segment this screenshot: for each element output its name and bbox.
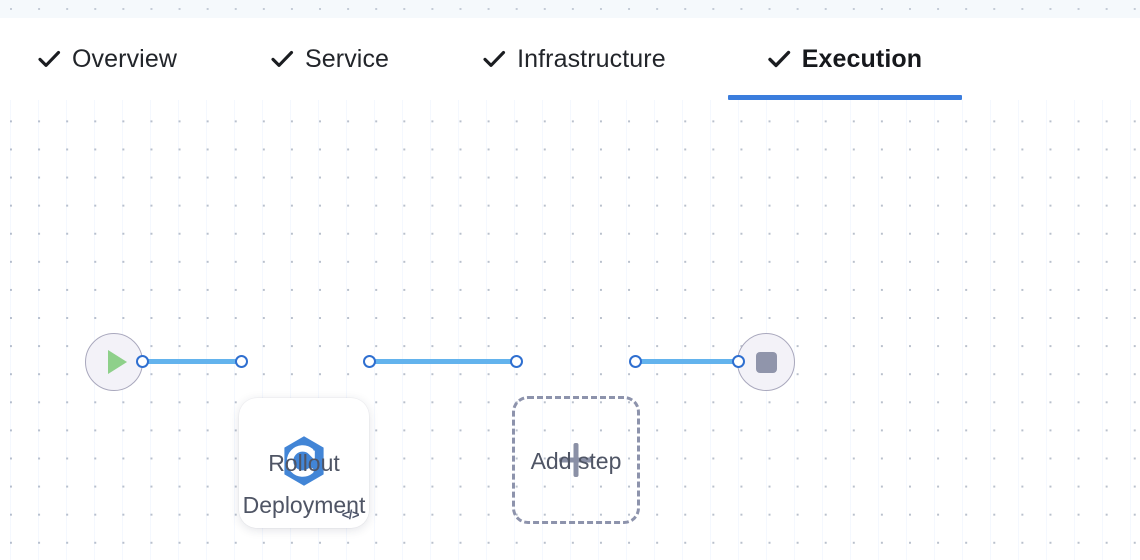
tab-infrastructure[interactable]: Infrastructure <box>481 18 666 100</box>
start-node-circle[interactable] <box>85 333 143 391</box>
step-node-rollout-deployment[interactable]: </> <box>239 398 369 528</box>
edge-rollout-to-addstep[interactable] <box>368 359 517 364</box>
check-icon <box>36 46 62 72</box>
tab-infrastructure-label: Infrastructure <box>517 44 666 73</box>
tab-service-label: Service <box>305 44 390 73</box>
end-node[interactable] <box>737 333 795 391</box>
play-icon <box>107 350 127 374</box>
connector-handle-start-out[interactable] <box>136 355 149 368</box>
pipeline-tab-bar: Overview Service Infrastructur <box>0 18 1140 100</box>
connector-handle-addstep-out[interactable] <box>629 355 642 368</box>
execution-flow-canvas[interactable]: </> Rollout Deployment Add step <box>0 100 1140 560</box>
tab-list: Overview Service Infrastructur <box>0 18 1140 100</box>
step-label-rollout-deployment: Rollout Deployment <box>242 450 366 518</box>
edge-start-to-rollout[interactable] <box>141 359 242 364</box>
rollout-deployment-icon <box>276 433 332 494</box>
add-step-node[interactable] <box>512 396 640 524</box>
connector-handle-end-in[interactable] <box>732 355 745 368</box>
add-step-label: Add step <box>530 448 622 474</box>
tab-overview-label: Overview <box>72 44 177 73</box>
check-icon <box>481 46 507 72</box>
start-node[interactable] <box>85 333 143 391</box>
connector-handle-rollout-out[interactable] <box>363 355 376 368</box>
end-node-circle[interactable] <box>737 333 795 391</box>
tab-active-underline <box>727 95 963 100</box>
tab-service[interactable]: Service <box>269 18 389 100</box>
check-icon <box>766 46 792 72</box>
add-step-box[interactable] <box>512 396 640 524</box>
top-grid-strip <box>0 0 1140 18</box>
connector-handle-rollout-in[interactable] <box>235 355 248 368</box>
stop-icon <box>755 351 777 373</box>
connector-handle-addstep-in[interactable] <box>510 355 523 368</box>
code-badge-icon: </> <box>341 507 360 522</box>
tab-execution[interactable]: Execution <box>727 18 963 100</box>
step-card[interactable]: </> <box>239 398 369 528</box>
check-icon <box>269 46 295 72</box>
tab-overview[interactable]: Overview <box>36 18 177 100</box>
tab-execution-label: Execution <box>801 44 923 73</box>
edge-addstep-to-end[interactable] <box>634 359 739 364</box>
